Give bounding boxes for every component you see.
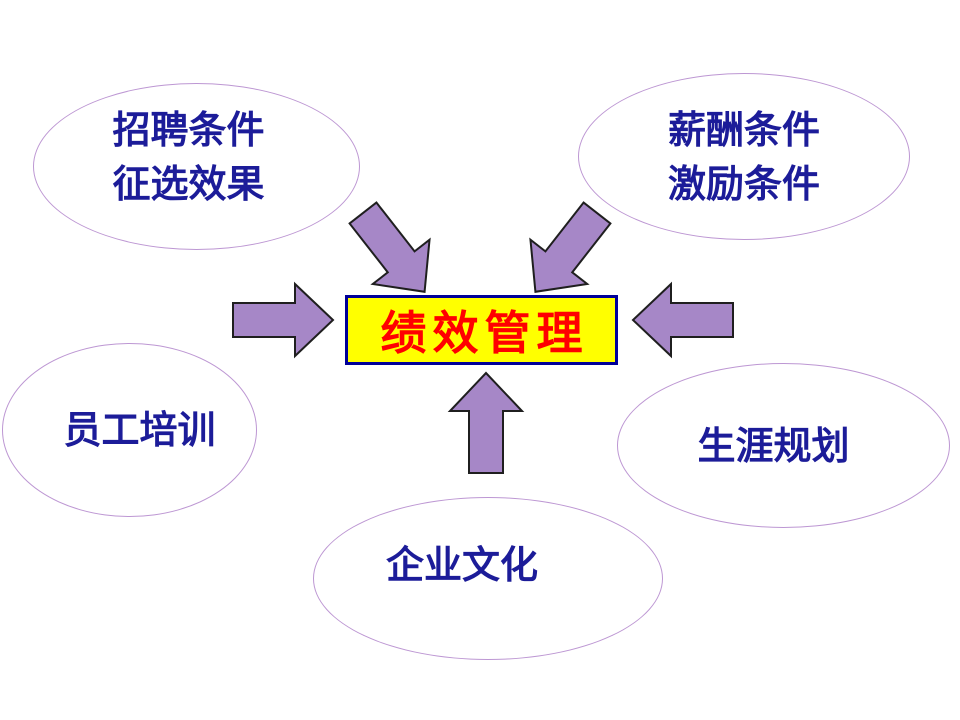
node-label-line: 企业文化 <box>385 542 538 588</box>
arrow-from-left <box>232 281 335 359</box>
node-ellipse-compensation-incentive: 薪酬条件 激励条件 <box>578 73 910 240</box>
center-box-label: 绩效管理 <box>380 306 589 360</box>
node-label-line: 薪酬条件 <box>667 106 820 152</box>
node-label-recruitment-selection: 招聘条件 征选效果 <box>112 103 280 231</box>
node-label-compensation-incentive: 薪酬条件 激励条件 <box>668 103 820 211</box>
node-label-line: 激励条件 <box>667 160 820 206</box>
arrow-from-right <box>631 281 734 359</box>
node-label-line: 征选效果 <box>112 160 265 206</box>
node-label-line: 招聘条件 <box>112 106 265 152</box>
node-label-career-planning: 生涯规划 <box>697 419 869 473</box>
node-ellipse-corporate-culture: 企业文化 <box>313 497 663 660</box>
node-ellipse-employee-training: 员工培训 <box>2 343 257 517</box>
center-box-performance-management: 绩效管理 <box>345 295 618 365</box>
node-ellipse-recruitment-selection: 招聘条件 征选效果 <box>33 83 360 250</box>
node-label-corporate-culture: 企业文化 <box>386 538 590 619</box>
node-label-line: 员工培训 <box>63 407 216 453</box>
node-ellipse-career-planning: 生涯规划 <box>617 363 950 528</box>
arrow-from-bottom <box>447 371 525 474</box>
node-label-employee-training: 员工培训 <box>43 403 215 457</box>
node-label-line: 生涯规划 <box>697 422 850 468</box>
